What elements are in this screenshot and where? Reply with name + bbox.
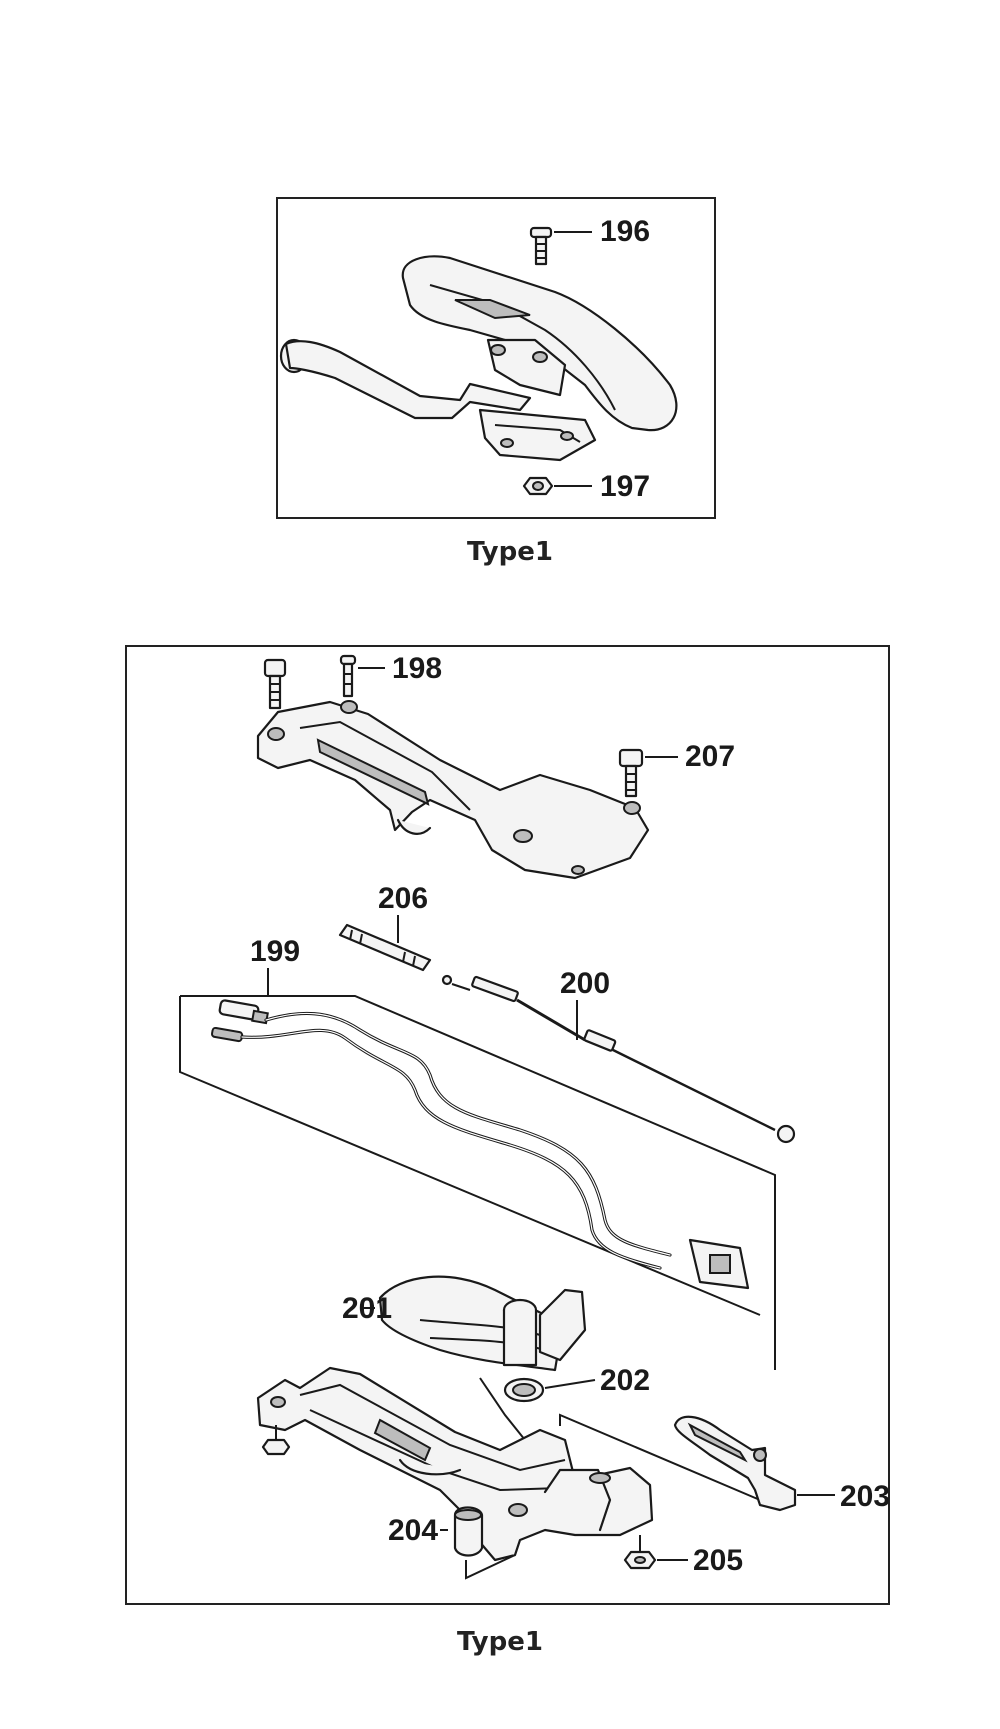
callout-line-204	[465, 1554, 516, 1580]
callout-200: 200	[560, 967, 610, 1000]
wire-harness-199	[211, 999, 750, 1290]
bracket-203	[559, 1413, 761, 1501]
callout-202: 202	[600, 1364, 650, 1397]
callout-196: 196	[600, 215, 650, 248]
callout-205: 205	[693, 1544, 743, 1577]
trigger-201	[378, 1275, 587, 1372]
callout-201: 201	[342, 1292, 392, 1325]
bolt-207	[618, 748, 644, 798]
bolt-198-left	[263, 658, 287, 710]
guide-line-202	[479, 1377, 526, 1441]
callout-203: 203	[840, 1480, 890, 1513]
callout-207: 207	[685, 740, 735, 773]
bar-handle	[279, 338, 597, 462]
nut-lower-left	[261, 1425, 291, 1456]
callout-199: 199	[250, 935, 300, 968]
panel-1-caption: Type1	[467, 537, 553, 567]
screw-196	[529, 226, 553, 266]
cap-204	[453, 1506, 484, 1557]
loop-handle	[401, 255, 678, 432]
panel-2-caption: Type1	[457, 1627, 543, 1657]
callout-line-202	[544, 1379, 596, 1389]
upper-handle-housing	[256, 700, 650, 880]
rod-206	[338, 923, 432, 972]
nut-197	[522, 476, 554, 496]
lever-203	[673, 1415, 797, 1512]
ring-202	[503, 1377, 545, 1403]
throttle-cable-200	[441, 974, 796, 1144]
bolt-198-right	[339, 654, 357, 698]
bracket-199-left	[179, 996, 761, 1316]
callout-198: 198	[392, 652, 442, 685]
callout-204: 204	[388, 1514, 438, 1547]
callout-197: 197	[600, 470, 650, 503]
lower-handle-housing	[256, 1366, 654, 1562]
callout-206: 206	[378, 882, 428, 915]
nut-205	[623, 1535, 657, 1570]
